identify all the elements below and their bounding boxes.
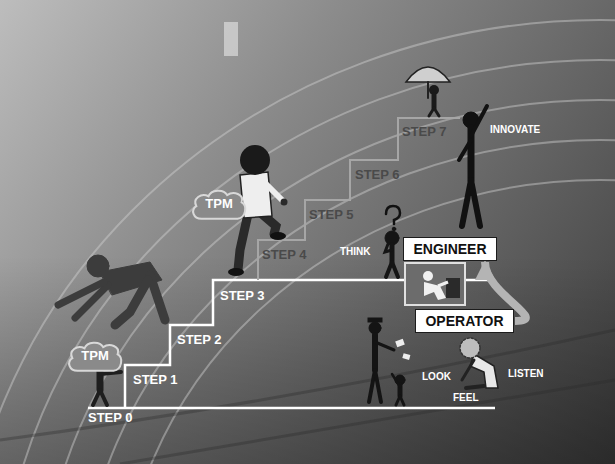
runner-leg (115, 280, 148, 325)
innovator-arm (459, 140, 471, 160)
runner-arm (58, 282, 104, 305)
step-label: STEP 1 (133, 373, 178, 388)
man-leg (375, 370, 381, 402)
child-arm (100, 372, 121, 374)
step-label: STEP 2 (177, 333, 222, 348)
track-lane (0, 60, 615, 464)
lane-marker (224, 22, 238, 56)
role-box: ENGINEER (403, 237, 497, 261)
step-label: STEP 6 (355, 168, 400, 183)
track-lane (0, 20, 615, 464)
child-leg (100, 390, 107, 405)
man-body (372, 335, 378, 370)
listener-leg (466, 386, 484, 388)
role-box: OPERATOR (415, 309, 514, 333)
climber-shoe (228, 268, 244, 276)
climber-shoe (270, 232, 286, 240)
umbrella-person-body (432, 95, 437, 108)
step-label: STEP 3 (220, 289, 265, 304)
cloud-text: TPM (205, 197, 232, 212)
machine (446, 278, 460, 298)
step-label: STEP 0 (88, 411, 133, 426)
listener-head (460, 338, 480, 358)
looking-figure (368, 318, 405, 405)
track-lane (120, 180, 615, 464)
umbrella-figure (406, 67, 450, 116)
climber-arm (264, 182, 282, 200)
listener-arm (462, 360, 474, 380)
man-arm (375, 342, 394, 350)
track-lane (40, 100, 615, 464)
action-label: INNOVATE (490, 124, 540, 136)
box-text: OPERATOR (425, 313, 503, 329)
runner-leg (150, 275, 165, 320)
action-label: FEEL (453, 392, 479, 404)
thinker-figure (385, 206, 400, 277)
innovator-arm (471, 106, 487, 136)
icon-frame (405, 263, 465, 305)
cloud-text: TPM (81, 349, 108, 364)
thinker-arm (385, 244, 392, 252)
climber-head (240, 145, 270, 175)
thinker-leg (392, 262, 398, 277)
climber-leg (238, 214, 248, 270)
track-curve (0, 330, 615, 440)
umbrella (406, 67, 450, 82)
thinker-body (390, 245, 395, 262)
step-label: STEP 4 (262, 248, 307, 263)
innovator-figure (459, 106, 487, 226)
umbrella-handle (427, 82, 429, 98)
tpm-cloud: TPM (66, 340, 124, 373)
tpm-cloud: TPM (190, 188, 248, 221)
runner-figure (58, 255, 165, 325)
kid-arm (392, 374, 400, 387)
question-mark (386, 206, 400, 224)
kid-leg (400, 396, 404, 405)
action-label: THINK (340, 246, 371, 258)
step-label: STEP 7 (402, 125, 447, 140)
climber-hand (281, 199, 288, 206)
mechanic-head (423, 271, 433, 281)
box-text: ENGINEER (413, 241, 486, 257)
paper (395, 339, 405, 347)
action-label: LISTEN (508, 368, 544, 380)
track-shadow (0, 330, 615, 464)
innovator-leg (471, 180, 480, 226)
listening-figure (460, 338, 498, 388)
track-curve (120, 380, 615, 464)
cloud-shape (69, 343, 121, 371)
action-label: LOOK (422, 371, 451, 383)
question-dot (392, 227, 396, 231)
running-track (0, 20, 615, 464)
mechanic-arm (438, 282, 448, 286)
umbrella-person-leg (434, 108, 439, 116)
engineer-icon (405, 263, 465, 305)
cloud-shape (193, 191, 245, 219)
paper (402, 353, 410, 360)
step-label: STEP 5 (309, 208, 354, 223)
hat (368, 318, 382, 322)
